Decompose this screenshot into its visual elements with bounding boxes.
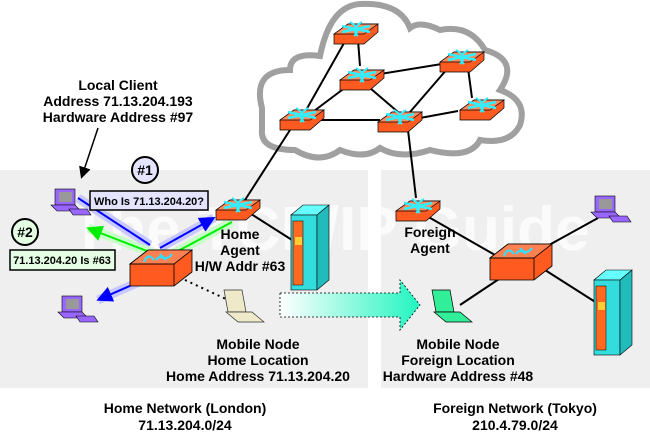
arp-reply-text: 71.13.204.20 Is #63 (13, 255, 111, 267)
home-network-name: Home Network (London) (104, 400, 267, 416)
home-agent-label: Home (221, 226, 260, 242)
step2-badge (11, 218, 39, 246)
arp-request-box (89, 190, 209, 211)
mobile-home-location: Home Location (207, 352, 308, 368)
mobile-foreign-location: Foreign Location (401, 352, 515, 368)
step1-number: #1 (137, 162, 153, 178)
home-network-subnet: 71.13.204.0/24 (138, 417, 232, 433)
foreign-agent-label: Agent (410, 240, 450, 256)
arp-reply-box (9, 249, 116, 271)
pointer-arrow (79, 127, 99, 179)
internet-cloud (256, 0, 525, 161)
foreign-agent-label: Foreign (404, 224, 455, 240)
foreign-network-subnet: 210.4.79.0/24 (472, 417, 558, 433)
move-arrow (279, 278, 421, 332)
home-agent-label: Agent (220, 242, 260, 258)
local-client-address: Address 71.13.204.193 (43, 93, 193, 109)
mobile-home-label: Mobile Node (216, 336, 299, 352)
network-links (244, 35, 601, 306)
home-agent-hw-address: H/W Addr #63 (195, 258, 286, 274)
foreign-network-name: Foreign Network (Tokyo) (433, 400, 597, 416)
foreign-server (593, 269, 633, 356)
home-server (290, 204, 330, 291)
step1-badge (131, 156, 159, 184)
local-client-label: Local Client (78, 77, 158, 93)
step2-number: #2 (17, 224, 33, 240)
mobile-foreign-label: Mobile Node (416, 336, 499, 352)
mobile-home-address: Home Address 71.13.204.20 (166, 368, 350, 384)
former-link (184, 279, 229, 301)
mobile-foreign-hw-address: Hardware Address #48 (383, 368, 534, 384)
arp-request-text: Who Is 71.13.204.20? (94, 196, 204, 208)
local-client-hw-address: Hardware Address #97 (43, 109, 194, 125)
